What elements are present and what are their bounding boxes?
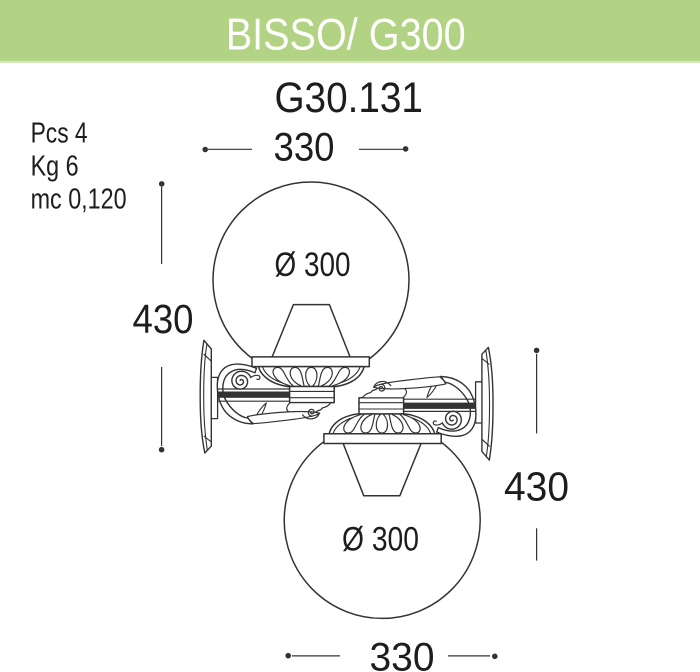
- svg-text:G30.131: G30.131: [274, 74, 423, 122]
- svg-text:Ø 300: Ø 300: [342, 521, 419, 559]
- svg-text:330: 330: [274, 126, 335, 170]
- svg-text:Kg 6: Kg 6: [31, 151, 79, 183]
- svg-text:330: 330: [370, 635, 435, 672]
- svg-text:430: 430: [504, 463, 569, 509]
- svg-text:Pcs 4: Pcs 4: [31, 118, 88, 150]
- svg-text:430: 430: [133, 296, 194, 342]
- svg-text:BISSO/ G300: BISSO/ G300: [226, 11, 466, 60]
- svg-text:mc 0,120: mc 0,120: [31, 184, 127, 216]
- svg-text:Ø 300: Ø 300: [275, 246, 351, 284]
